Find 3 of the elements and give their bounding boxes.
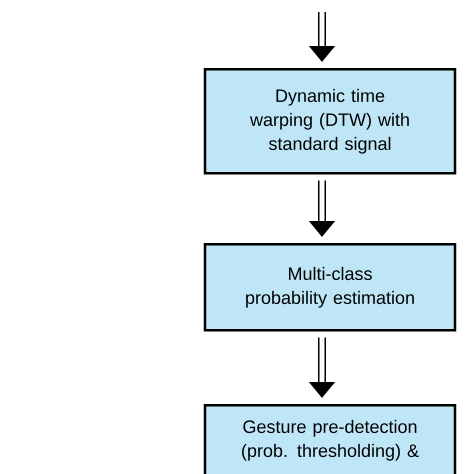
- process-box: Dynamic time warping (DTW) with standard signal: [204, 68, 456, 174]
- process-box: Multi-class probability estimation: [204, 243, 456, 332]
- process-box: Gesture pre-detection (prob. thresholding) &: [204, 404, 456, 474]
